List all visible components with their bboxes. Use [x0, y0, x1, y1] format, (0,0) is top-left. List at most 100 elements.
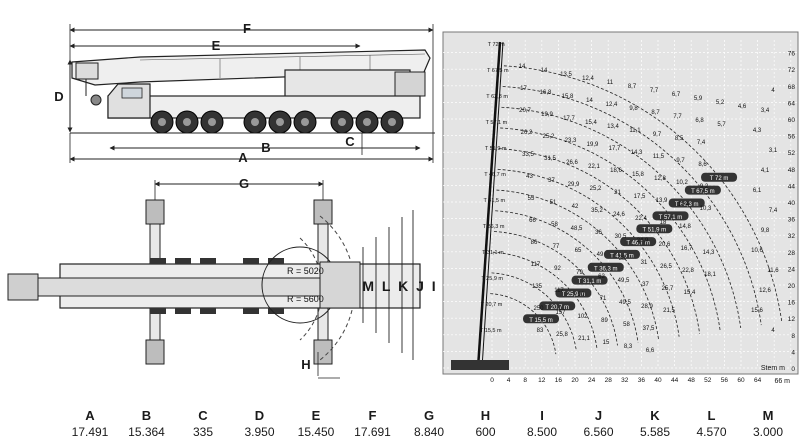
y-axis-tick-label: 20 [788, 283, 796, 290]
boom-length-label: T 46,7 m [484, 172, 506, 178]
curve-label: T 41,5 m [610, 253, 634, 259]
chart-boom [476, 41, 502, 369]
capacity-value: 58 [551, 222, 558, 228]
curve-label: T 72 m [710, 176, 729, 182]
capacity-value: 8,6 [698, 162, 707, 168]
curve-label-pill [668, 198, 705, 208]
spec-value: 15.364 [128, 425, 165, 439]
capacity-value: 65 [575, 248, 582, 254]
capacity-value: 4 [771, 328, 775, 334]
y-axis-tick-label: 32 [788, 233, 796, 240]
capacity-value: 102 [577, 314, 588, 320]
capacity-value: 51 [550, 200, 557, 206]
crane-top-view: G R = 5020 R = 5600 [7, 176, 437, 379]
capacity-value: 12,6 [759, 288, 771, 294]
capacity-value: 13,4 [607, 124, 619, 130]
x-axis-tick-label: 32 [621, 377, 629, 384]
capacity-value: 33,5 [522, 152, 534, 158]
capacity-value: 14,3 [631, 150, 643, 156]
capacity-value: 15,4 [585, 120, 597, 126]
x-axis-tick-label: 16 [555, 377, 563, 384]
capacity-value: 31,5 [544, 156, 556, 162]
capacity-value: 15 [603, 340, 610, 346]
capacity-value: 24,9 [637, 238, 649, 244]
capacity-value: 7,4 [697, 140, 706, 146]
curve-label: T 36,3 m [594, 266, 618, 272]
capacity-value: 8,5 [675, 136, 684, 142]
curve-label-pill [652, 211, 689, 221]
spec-value: 17.491 [71, 425, 109, 439]
curve-label: T 62,3 m [675, 202, 699, 208]
capacity-value: 19,9 [541, 112, 553, 118]
capacity-value: 5,2 [716, 100, 725, 106]
x-axis-tick-label: 0 [490, 377, 494, 384]
spec-key: J [594, 408, 603, 423]
x-axis-tick-label: 24 [588, 377, 596, 384]
x-axis-tick-label: 28 [605, 377, 613, 384]
capacity-value: 9,8 [761, 228, 770, 234]
spec-key: K [650, 408, 660, 423]
curve-label-pill [555, 288, 592, 298]
capacity-value: 49,5 [618, 278, 630, 284]
curve-label-pill [603, 249, 640, 259]
boom-length-label: T 57,1 m [486, 120, 508, 126]
capacity-value: 14 [519, 64, 526, 70]
capacity-value: 37,5 [643, 326, 655, 332]
dimension-c-label: C [345, 134, 355, 149]
radius-label: R = 5600 [287, 294, 324, 304]
radius-label: R = 5020 [287, 266, 324, 276]
spec-value: 6.560 [583, 425, 614, 439]
capacity-value: 4 [771, 88, 775, 94]
spec-value: 17.691 [354, 425, 391, 439]
capacity-value: 20,6 [659, 242, 671, 248]
dimension-d-label: D [54, 89, 63, 104]
x-axis-tick-label: 52 [704, 377, 712, 384]
capacity-value: 90 [578, 292, 585, 298]
curve-label: T 31,1 m [578, 279, 602, 285]
curve-label-pill [523, 314, 560, 324]
capacity-value: 15,8 [632, 172, 644, 178]
curve-label-pill [684, 185, 721, 195]
spec-value: 600 [475, 425, 496, 439]
capacity-value: 4,3 [753, 128, 762, 134]
y-axis-tick-label: 56 [788, 134, 796, 141]
superstructure [284, 69, 411, 99]
curve-label: T 51,9 m [643, 228, 667, 234]
outrigger-pad [145, 199, 165, 225]
capacity-value: 37 [642, 282, 649, 288]
radius-curve [491, 272, 577, 352]
y-axis-tick-label: 4 [791, 349, 795, 356]
x-axis-tick-label: 12 [538, 377, 546, 384]
capacity-value: 37 [548, 178, 555, 184]
y-axis-tick-label: 64 [788, 100, 796, 107]
capacity-value: 10,2 [676, 180, 688, 186]
y-axis-tick-label: 28 [788, 250, 796, 257]
y-axis-tick-label: 40 [788, 200, 796, 207]
capacity-value: 17,5 [634, 194, 646, 200]
capacity-value: 21,1 [578, 336, 590, 342]
capacity-value: 31 [641, 260, 648, 266]
capacity-value: 5,7 [717, 122, 726, 128]
radius-curve [492, 251, 598, 349]
counterweight [394, 71, 426, 97]
capacity-value: 8,7 [651, 110, 660, 116]
radius-curve [498, 148, 701, 334]
boom-top [7, 277, 329, 297]
y-axis-tick-label: 72 [788, 67, 796, 74]
capacity-value: 10,6 [751, 248, 763, 254]
capacity-value: 11,4 [678, 202, 690, 208]
chart-crane-silhouette [451, 360, 509, 370]
capacity-value: 7,4 [769, 208, 778, 214]
spec-key: D [254, 408, 265, 423]
slew-radius-arc [319, 215, 356, 361]
capacity-value: 10,3 [700, 206, 712, 212]
dimension-mlkji-labels: M L K J I [362, 278, 437, 294]
capacity-value: 42 [572, 204, 579, 210]
counterweight-top [319, 261, 361, 309]
